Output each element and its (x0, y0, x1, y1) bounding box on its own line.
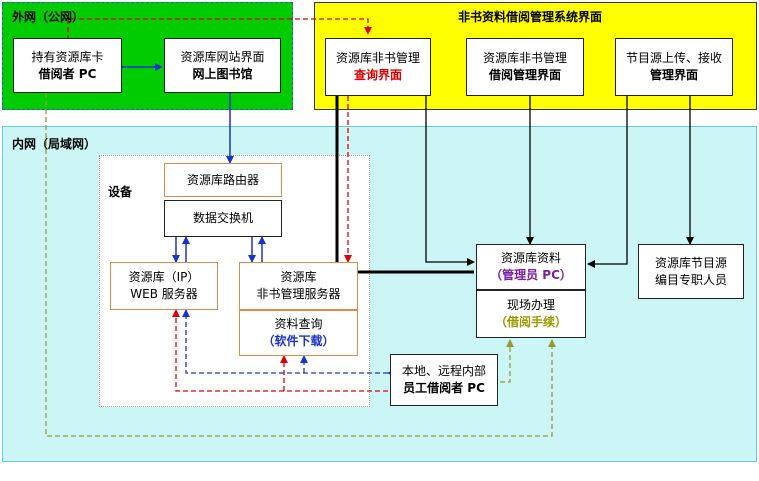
card-holder-pc-line2: 借阅者 PC (38, 66, 97, 81)
link-uploadui-admin (587, 89, 631, 268)
staff-pc-node: 本地、远程内部 员工借阅者 PC (390, 354, 498, 406)
link-staffpc-onsite (468, 339, 514, 383)
card-holder-pc-line1: 持有资源库卡 (31, 49, 104, 64)
management-ui-title: 非书资料借阅管理系统界面 (458, 10, 603, 24)
query-ui-line1: 资源库非书管理 (335, 51, 420, 65)
switch-label: 数据交换机 (192, 211, 253, 225)
upload-ui-node: 节目源上传、接收 管理界面 (615, 38, 733, 96)
internal-network-label: 内网（局域网） (12, 137, 97, 151)
onsite-node: 现场办理 （借阅手续） (476, 290, 586, 338)
nonbook-server-line2: 非书管理服务器 (256, 287, 341, 301)
query-ui-line2: 查询界面 (353, 68, 402, 82)
website-line2: 网上图书馆 (192, 66, 253, 81)
staff-pc-line2: 员工借阅者 PC (403, 381, 485, 395)
web-server-line1: 资源库（IP） (128, 270, 200, 284)
router-label: 资源库路由器 (186, 172, 259, 187)
nonbook-server-node: 资源库 非书管理服务器 (239, 262, 358, 310)
catalog-staff-line2: 编目专职人员 (654, 272, 727, 287)
link-card-queryui (67, 18, 372, 40)
web-server-line2: WEB 服务器 (130, 287, 198, 301)
admin-pc-node: 资源库资料 （管理员 PC） (476, 244, 586, 290)
switch-node: 数据交换机 (164, 200, 282, 237)
borrow-ui-line1: 资源库非书管理 (482, 51, 567, 65)
device-label: 设备 (108, 185, 133, 199)
borrow-ui-line2: 借阅管理界面 (488, 68, 561, 82)
query-download-line2: （软件下载） (262, 334, 335, 348)
external-network-label: 外网（公网） (12, 10, 85, 24)
link-card-onsite (45, 93, 556, 437)
catalog-staff-line1: 资源库节目源 (654, 255, 727, 270)
catalog-staff-node: 资源库节目源 编目专职人员 (638, 244, 744, 299)
router-node: 资源库路由器 (164, 163, 282, 197)
link-queryui-admin (422, 89, 475, 266)
staff-pc-line1: 本地、远程内部 (401, 364, 486, 378)
query-ui-node: 资源库非书管理 查询界面 (325, 38, 431, 96)
website-line1: 资源库网站界面 (180, 49, 265, 64)
admin-pc-line2: （管理员 PC） (490, 268, 572, 282)
upload-ui-line1: 节目源上传、接收 (625, 51, 722, 65)
link-staffpc-webserver-blue (182, 309, 395, 377)
admin-pc-line1: 资源库资料 (500, 251, 561, 265)
upload-ui-line2: 管理界面 (649, 68, 698, 82)
onsite-line2: （借阅手续） (494, 315, 567, 329)
onsite-line1: 现场办理 (506, 298, 555, 312)
web-server-node: 资源库（IP） WEB 服务器 (110, 262, 218, 310)
card-holder-pc-node: 持有资源库卡 借阅者 PC (13, 38, 122, 93)
query-download-line1: 资料查询 (274, 317, 323, 331)
query-download-node: 资料查询 （软件下载） (239, 310, 358, 356)
website-node: 资源库网站界面 网上图书馆 (164, 38, 281, 93)
link-staffpc-webserver-red (172, 309, 388, 392)
borrow-ui-node: 资源库非书管理 借阅管理界面 (466, 38, 584, 96)
nonbook-server-line1: 资源库 (280, 270, 317, 284)
